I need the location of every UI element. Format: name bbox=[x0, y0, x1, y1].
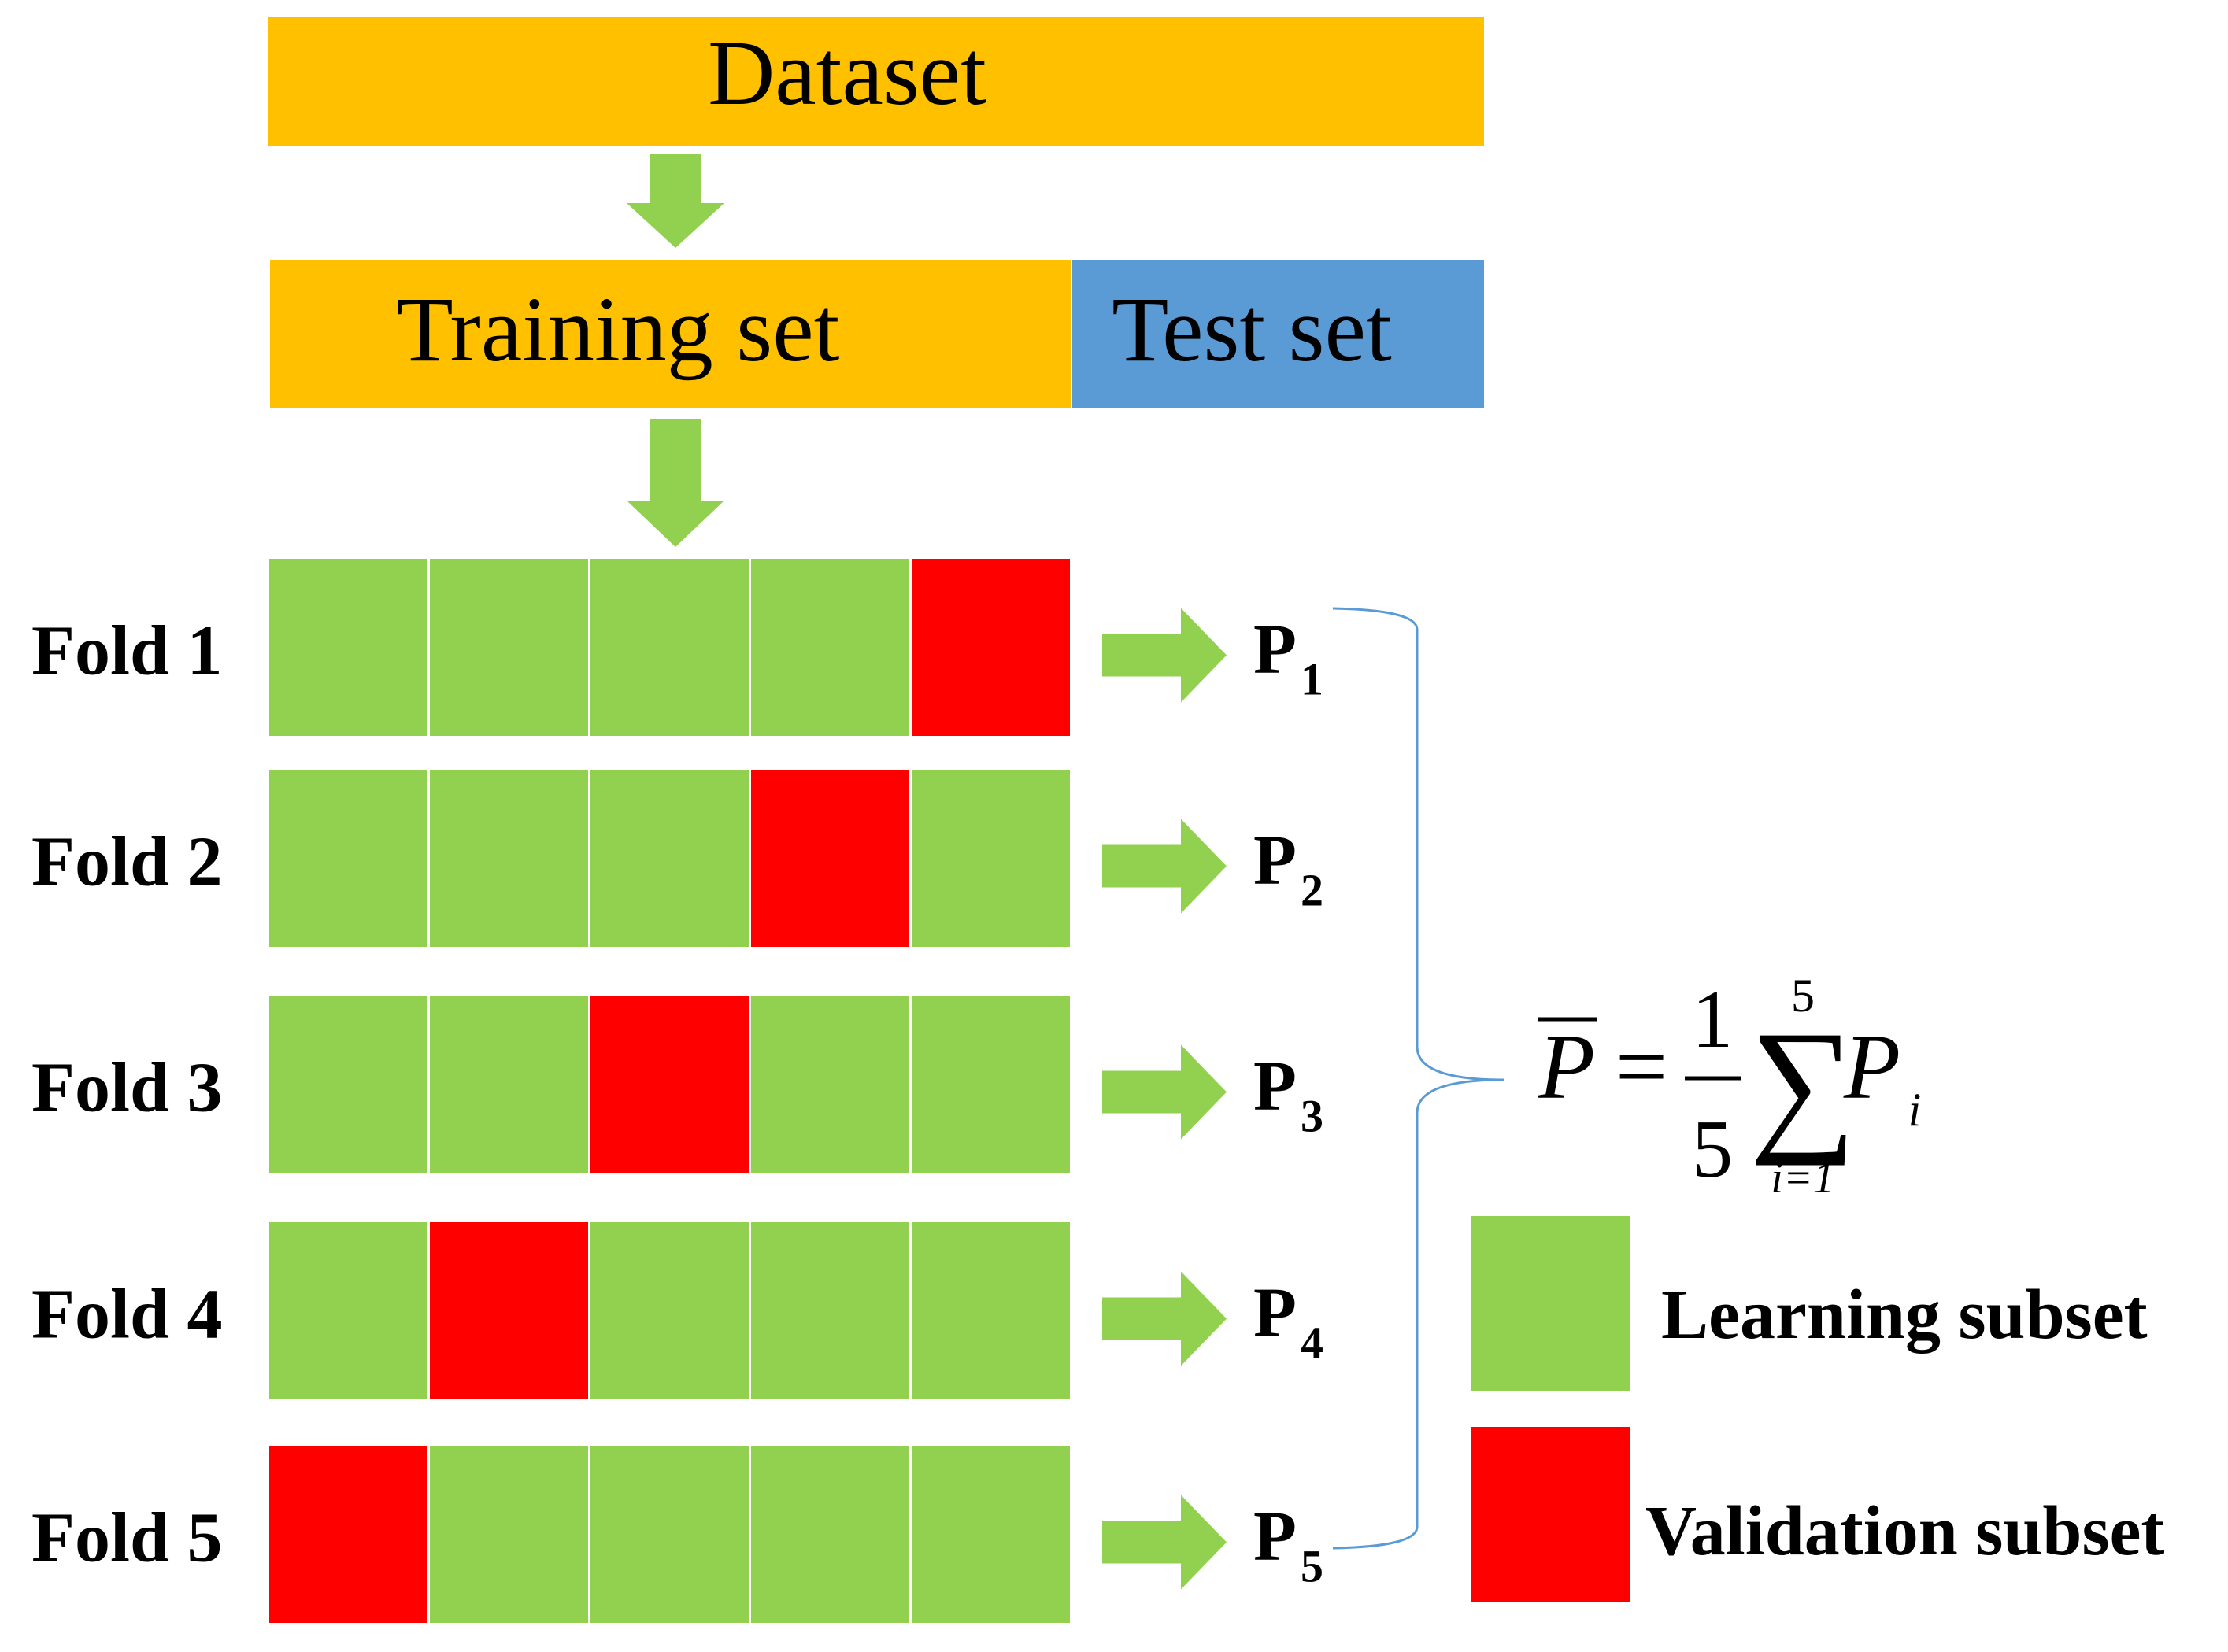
brace bbox=[1332, 607, 1504, 1550]
validation-cell bbox=[912, 559, 1070, 736]
arrow-right-icon bbox=[1102, 1271, 1227, 1366]
learning-cell bbox=[751, 1222, 909, 1399]
legend-label-validation: Validation subset bbox=[1645, 1492, 2164, 1570]
arrow-down-icon bbox=[627, 419, 724, 547]
sum-symbol-icon: ∑ bbox=[1749, 1001, 1856, 1166]
learning-cell bbox=[590, 559, 749, 736]
performance-subscript: 4 bbox=[1301, 1318, 1323, 1369]
performance-label: P bbox=[1253, 611, 1297, 689]
formula-sum-lower: i=1 bbox=[1771, 1154, 1834, 1203]
formula-equals: = bbox=[1615, 1015, 1668, 1118]
learning-cell bbox=[590, 1222, 749, 1399]
performance-label: P bbox=[1253, 1498, 1297, 1576]
test-set-bar bbox=[1072, 260, 1484, 408]
arrow-right-icon bbox=[1102, 608, 1227, 703]
performance-subscript: 2 bbox=[1301, 865, 1323, 916]
learning-cell bbox=[912, 770, 1070, 947]
fold-label: Fold 2 bbox=[31, 823, 223, 901]
validation-cell bbox=[269, 1446, 427, 1623]
validation-cell bbox=[751, 770, 909, 947]
learning-cell bbox=[269, 770, 427, 947]
learning-cell bbox=[269, 559, 427, 736]
fold-label: Fold 5 bbox=[31, 1499, 223, 1577]
validation-cell bbox=[430, 1222, 588, 1399]
performance-label: P bbox=[1253, 1048, 1297, 1125]
learning-cell bbox=[590, 1446, 749, 1623]
test-set-label: Test set bbox=[1112, 278, 1392, 381]
average-formula: P = 1 5 5 ∑ i=1 P i bbox=[1538, 970, 1921, 1203]
formula-sum-upper: 5 bbox=[1791, 970, 1815, 1022]
fold-label: Fold 4 bbox=[31, 1276, 223, 1354]
fold-label: Fold 3 bbox=[31, 1049, 223, 1127]
fold-label: Fold 1 bbox=[31, 612, 223, 690]
learning-cell bbox=[269, 1222, 427, 1399]
arrow-down-icon bbox=[627, 154, 724, 248]
learning-cell bbox=[912, 996, 1070, 1173]
learning-cell bbox=[430, 559, 588, 736]
formula-denominator: 5 bbox=[1692, 1103, 1734, 1195]
learning-cell bbox=[751, 996, 909, 1173]
performance-subscript: 1 bbox=[1301, 654, 1323, 705]
learning-cell bbox=[912, 1222, 1070, 1399]
learning-cell bbox=[430, 996, 588, 1173]
performance-label: P bbox=[1253, 1274, 1297, 1352]
learning-cell bbox=[912, 1446, 1070, 1623]
learning-cell bbox=[430, 770, 588, 947]
learning-cell bbox=[590, 770, 749, 947]
formula-term: P bbox=[1843, 1015, 1900, 1118]
formula-term-sub: i bbox=[1908, 1084, 1922, 1136]
learning-cell bbox=[751, 559, 909, 736]
arrow-right-icon bbox=[1102, 1495, 1227, 1590]
validation-cell bbox=[590, 996, 749, 1173]
arrow-right-icon bbox=[1102, 819, 1227, 914]
learning-cell bbox=[430, 1446, 588, 1623]
learning-cell bbox=[269, 996, 427, 1173]
legend: Learning subset Validation subset bbox=[1471, 1216, 2164, 1602]
formula-numerator: 1 bbox=[1692, 973, 1734, 1065]
legend-swatch-validation bbox=[1471, 1427, 1630, 1602]
learning-cell bbox=[751, 1446, 909, 1623]
dataset-bar bbox=[268, 17, 1484, 146]
training-set-bar bbox=[270, 260, 1071, 408]
dataset-label: Dataset bbox=[708, 21, 986, 124]
arrow-right-icon bbox=[1102, 1044, 1227, 1140]
formula-lhs: P bbox=[1538, 1015, 1595, 1118]
training-set-label: Training set bbox=[397, 278, 840, 381]
performance-subscript: 3 bbox=[1301, 1091, 1323, 1142]
legend-swatch-learning bbox=[1471, 1216, 1630, 1391]
performance-subscript: 5 bbox=[1301, 1541, 1323, 1592]
legend-label-learning: Learning subset bbox=[1661, 1276, 2148, 1354]
performance-label: P bbox=[1253, 822, 1297, 900]
